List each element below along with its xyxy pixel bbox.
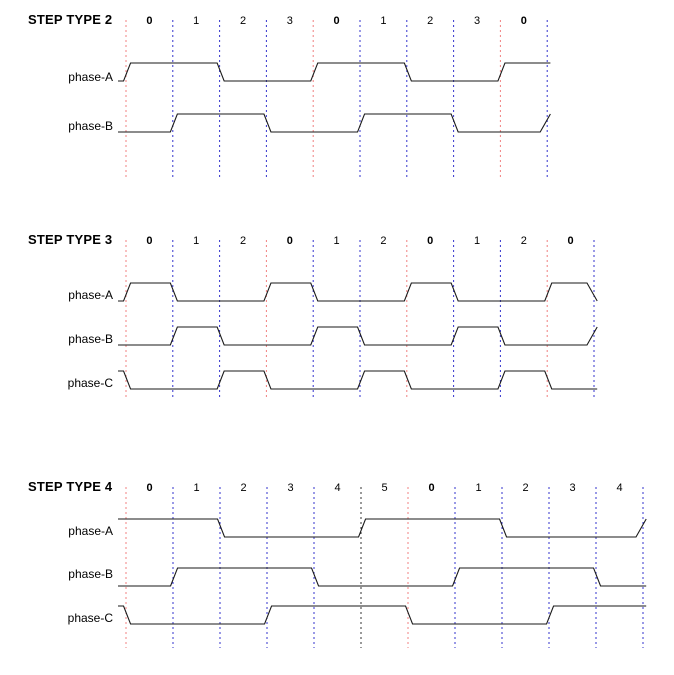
step-number-label: 0 (286, 235, 293, 247)
step-number-label: 1 (475, 482, 482, 494)
step-number-label: 4 (616, 482, 623, 494)
step-number-label: 2 (522, 482, 529, 494)
step-number-label: 1 (380, 15, 387, 27)
phase-label-phase-B: phase-B (68, 119, 113, 133)
waveform-phase-A (118, 518, 647, 538)
step-number-label: 1 (193, 482, 200, 494)
step-number-label: 3 (473, 15, 481, 27)
phase-label-phase-B: phase-B (68, 332, 113, 346)
waveform-phase-C (118, 370, 598, 390)
step-number-label: 2 (240, 482, 247, 494)
step-number-label: 3 (286, 15, 293, 27)
grid-lines (125, 240, 595, 400)
phase-label-phase-B: phase-B (68, 567, 113, 581)
step-number-label: 4 (334, 482, 341, 494)
step-number-label: 1 (193, 15, 200, 27)
step-number-label: 3 (287, 482, 294, 494)
phase-label-phase-A: phase-A (68, 288, 113, 302)
phase-label-phase-C: phase-C (67, 376, 113, 390)
phase-label-phase-C: phase-C (67, 611, 113, 625)
step-number-label: 0 (567, 235, 574, 247)
diagram-title: STEP TYPE 2 (28, 12, 113, 27)
waveform-phase-C (118, 605, 647, 625)
waveform-phase-B (118, 567, 647, 587)
step-number-label: 2 (380, 235, 387, 247)
step-number-label: 1 (193, 235, 200, 247)
diagram-title: STEP TYPE 4 (28, 479, 113, 494)
waveform-phase-B (118, 113, 551, 133)
step-number-label: 2 (427, 15, 434, 27)
waveform-phase-A (118, 282, 598, 302)
diagram-title: STEP TYPE 3 (28, 232, 113, 247)
step-number-label: 1 (473, 235, 481, 247)
step-number-label: 5 (381, 482, 388, 494)
step-number-label: 2 (520, 235, 527, 247)
step-number-label: 0 (146, 15, 153, 27)
step-number-label: 0 (428, 482, 435, 494)
waveform-phase-A (118, 62, 551, 82)
step-number-label: 0 (146, 482, 153, 494)
grid-lines (125, 20, 548, 177)
step-number-label: 2 (239, 235, 247, 247)
phase-label-phase-A: phase-A (68, 524, 113, 538)
phase-label-phase-A: phase-A (68, 70, 113, 84)
step-number-label: 0 (520, 15, 527, 27)
step-number-label: 0 (146, 235, 153, 247)
waveform-phase-B (118, 326, 598, 346)
step-number-label: 0 (333, 15, 340, 27)
step-number-label: 2 (239, 15, 247, 27)
step-number-label: 3 (569, 482, 576, 494)
step-number-label: 1 (333, 235, 340, 247)
step-number-label: 0 (427, 235, 434, 247)
